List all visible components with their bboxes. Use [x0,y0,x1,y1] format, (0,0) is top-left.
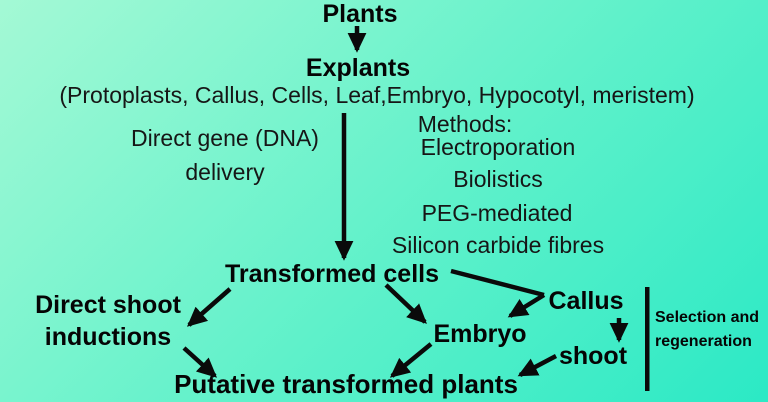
direct-gene-line2: delivery [185,159,265,185]
direct-shoot-line1: Direct shoot [35,291,181,319]
method-biolistics: Biolistics [453,166,543,192]
methods-title: Methods: [417,111,513,137]
node-direct-shoot-inductions: Direct shoot inductions [35,289,181,353]
node-embryo: Embryo [433,320,527,348]
arrow-shoot-to-putative [517,354,558,377]
arrow-callus-to-embryo [507,293,546,318]
selection-line1: Selection and [655,309,760,326]
method-silicon-carbide: Silicon carbide fibres [391,232,605,258]
selection-bracket-bar [645,287,650,391]
method-peg-mediated: PEG-mediated [421,200,573,226]
arrow-cells-to-direct-shoot [186,287,232,327]
arrow-cells-to-embryo [384,283,427,324]
selection-regeneration-label: Selection and regeneration [655,306,759,354]
node-callus: Callus [548,287,624,315]
direct-gene-line1: Direct gene (DNA) [131,125,319,151]
selection-line2: regeneration [655,333,752,350]
line-cells-to-callus [450,268,545,298]
node-shoot: shoot [558,342,628,370]
method-electroporation: Electroporation [420,134,576,160]
node-plants: Plants [322,0,398,28]
direct-shoot-line2: inductions [44,323,172,351]
node-transformed-cells: Transformed cells [225,260,439,288]
explant-types-label: (Protoplasts, Callus, Cells, Leaf,Embryo… [59,82,695,108]
node-explants: Explants [305,54,411,82]
node-putative-plants: Putative transformed plants [174,369,518,399]
direct-gene-delivery-label: Direct gene (DNA) delivery [131,121,319,189]
